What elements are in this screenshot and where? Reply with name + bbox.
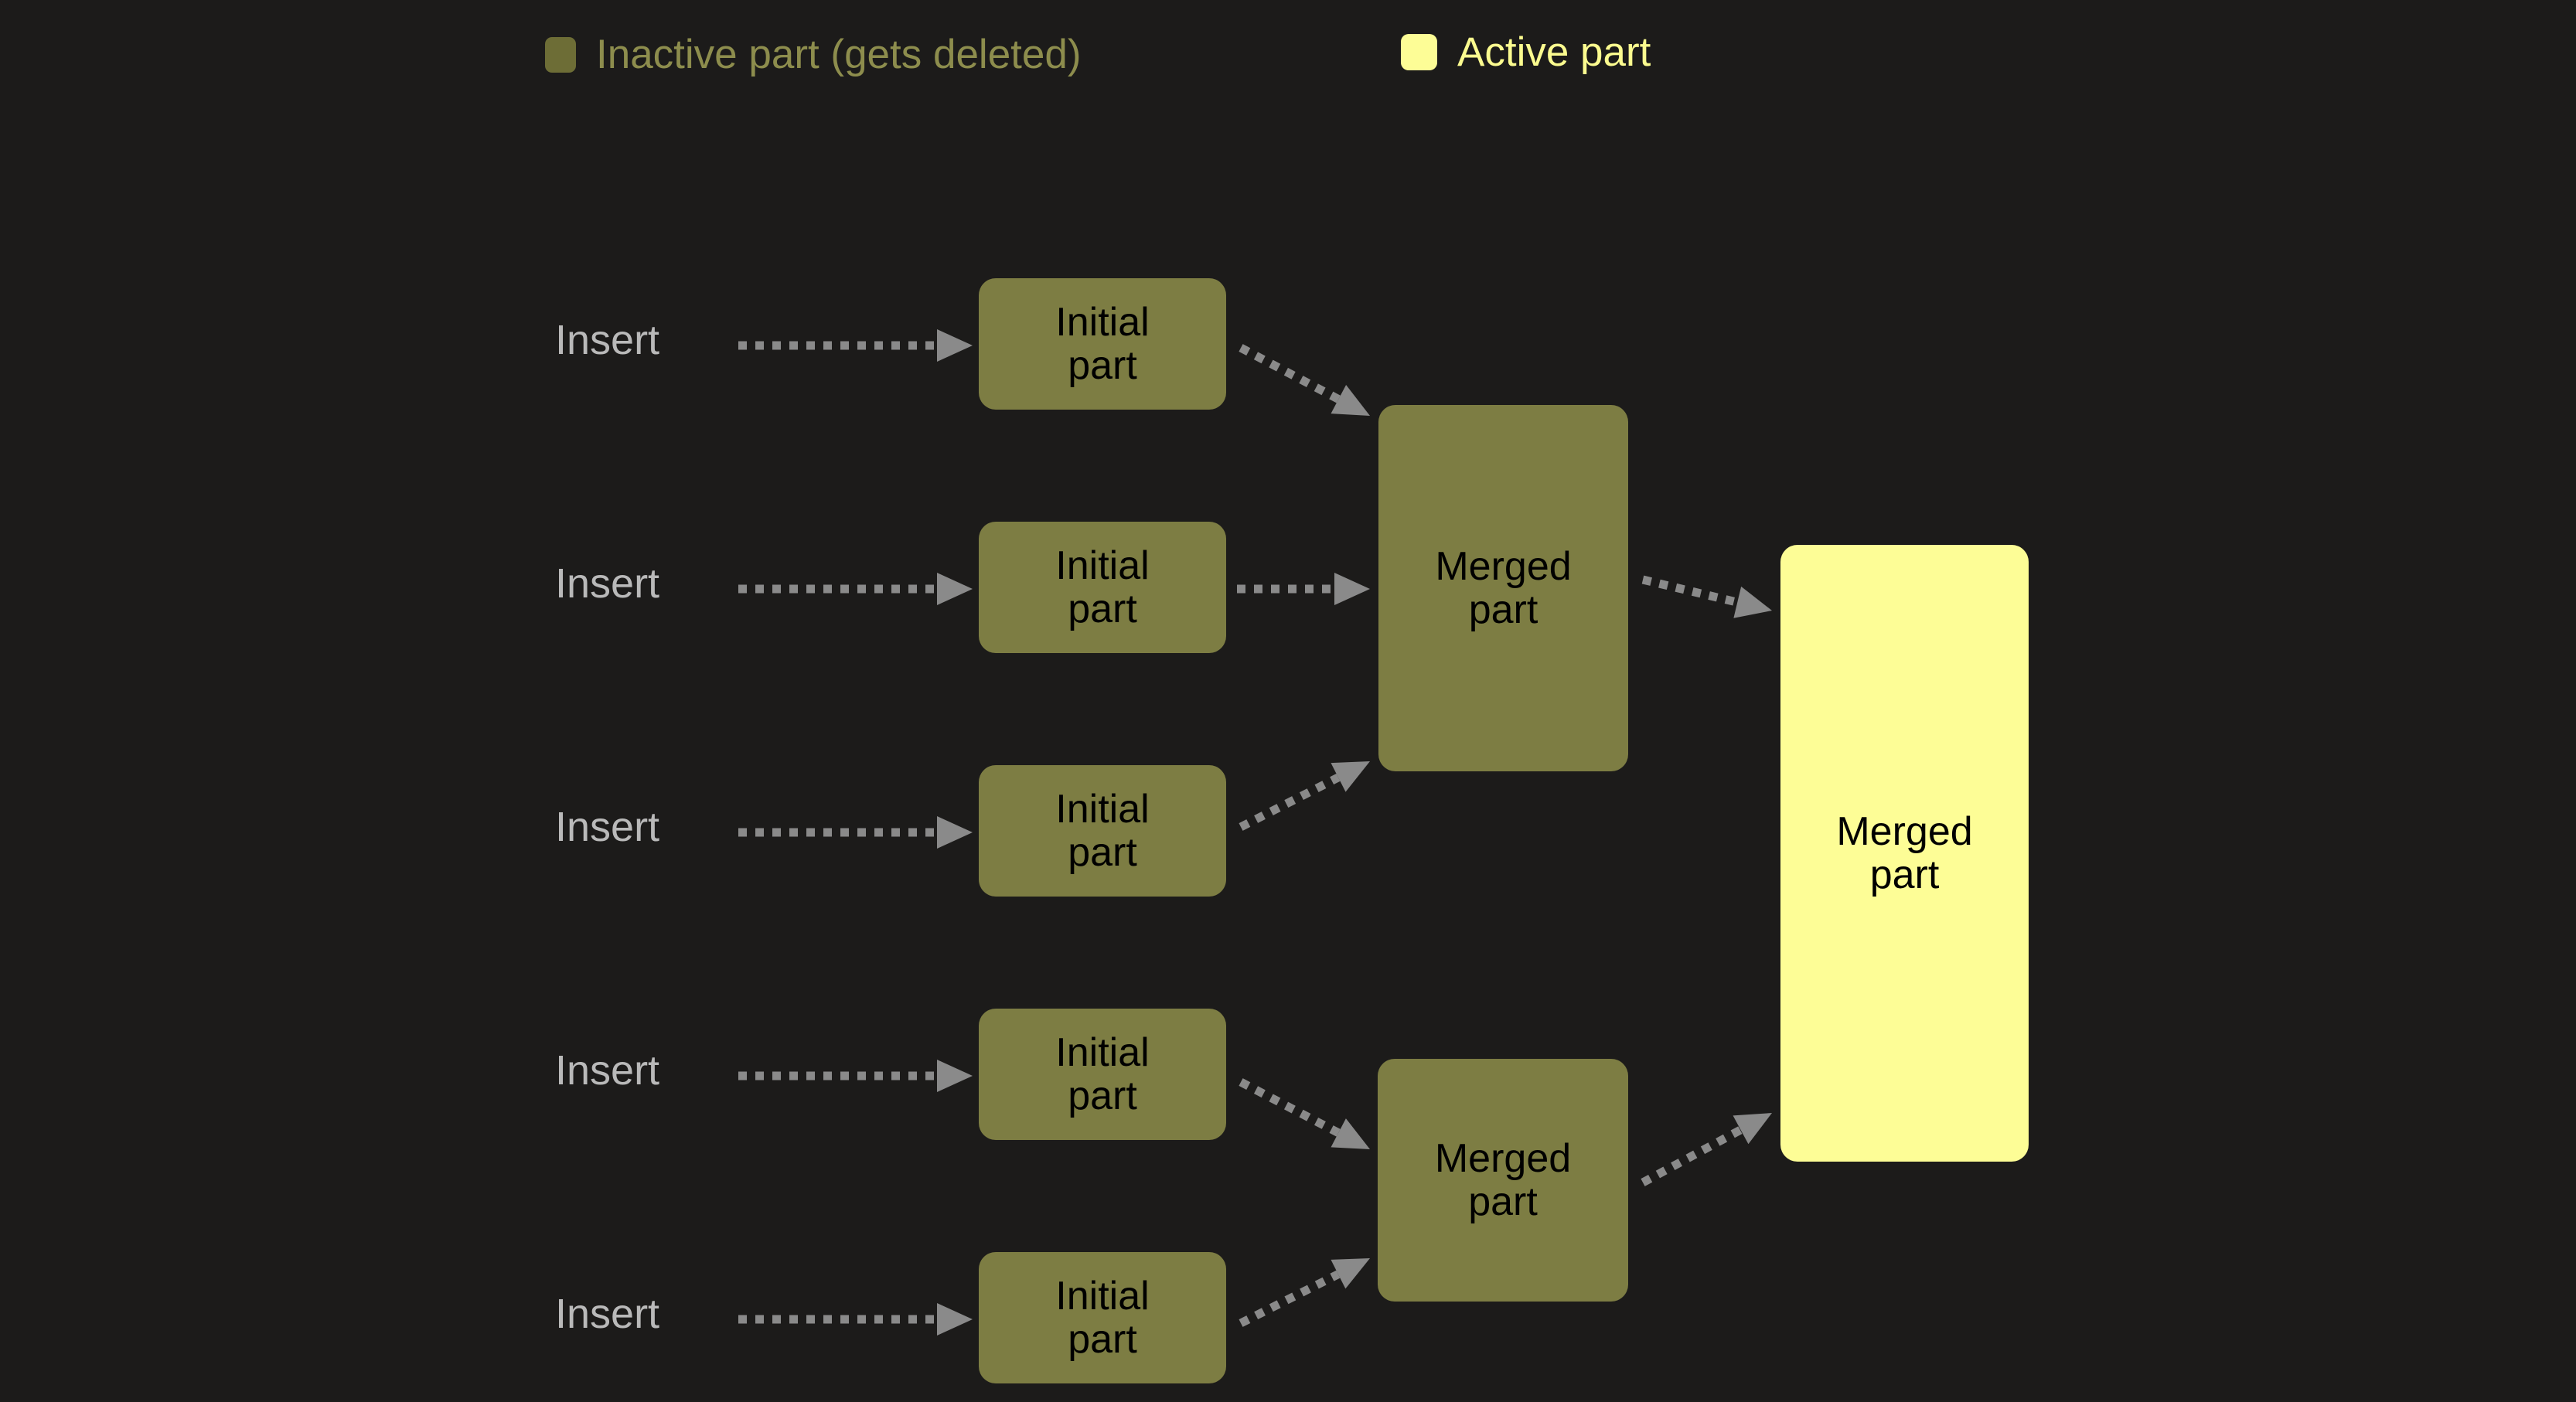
merged-part-node: Merged part (1378, 405, 1628, 771)
legend-label-active: Active part (1457, 29, 1651, 75)
node-label: Merged part (1435, 543, 1572, 632)
arrow-head-icon (1334, 573, 1370, 605)
flow-arrow (738, 329, 973, 362)
arrow-head-icon (1733, 586, 1772, 618)
flow-arrow (1239, 761, 1370, 831)
initial-part-node: Initial part (979, 1009, 1226, 1140)
insert-label: Insert (555, 560, 660, 607)
flow-arrow (1641, 1113, 1772, 1186)
node-label: Initial part (1055, 1029, 1150, 1118)
arrow-shaft (1641, 1125, 1743, 1186)
flow-arrow (738, 816, 973, 849)
flow-arrow (738, 1303, 973, 1336)
arrow-head-icon (1331, 761, 1370, 792)
arrow-head-icon (937, 1303, 973, 1336)
flow-arrow (1239, 1258, 1370, 1327)
legend-label-inactive: Inactive part (gets deleted) (596, 32, 1082, 77)
arrow-head-icon (1733, 1113, 1772, 1145)
flow-arrow (738, 573, 973, 605)
arrow-shaft (1239, 344, 1341, 403)
arrow-shaft (1239, 1270, 1341, 1327)
insert-label: Insert (555, 317, 660, 363)
initial-part-node: Initial part (979, 765, 1226, 897)
initial-part-node: Initial part (979, 278, 1226, 410)
legend-swatch-active-icon (1401, 34, 1437, 70)
arrow-head-icon (1331, 384, 1370, 416)
arrow-shaft (1239, 1078, 1341, 1137)
flow-arrow (1641, 575, 1772, 618)
flow-arrow (1237, 573, 1370, 605)
legend: Inactive part (gets deleted) Active part (0, 0, 2576, 100)
node-label: Initial part (1055, 1273, 1150, 1362)
initial-part-node: Initial part (979, 1252, 1226, 1383)
flow-arrow (1239, 1078, 1370, 1149)
arrow-head-icon (937, 1060, 973, 1092)
merged-part-node: Merged part (1780, 545, 2029, 1162)
legend-item-active: Active part (1401, 32, 1651, 73)
node-label: Merged part (1434, 1135, 1572, 1224)
node-label: Initial part (1055, 543, 1150, 631)
insert-label: Insert (555, 1047, 660, 1094)
node-label: Initial part (1055, 299, 1150, 388)
node-label: Merged part (1836, 808, 1973, 897)
flow-arrow (738, 1060, 973, 1092)
arrow-shaft (1641, 575, 1739, 607)
insert-label: Insert (555, 1291, 660, 1337)
initial-part-node: Initial part (979, 522, 1226, 653)
flow-arrow (1239, 344, 1370, 416)
arrow-head-icon (937, 573, 973, 605)
arrow-shaft (1239, 773, 1341, 831)
legend-item-inactive: Inactive part (gets deleted) (545, 34, 1082, 75)
arrow-head-icon (937, 329, 973, 362)
insert-label: Insert (555, 804, 660, 850)
legend-swatch-inactive-icon (545, 36, 576, 73)
merged-part-node: Merged part (1378, 1059, 1628, 1302)
node-label: Initial part (1055, 786, 1150, 875)
arrow-head-icon (1331, 1258, 1370, 1289)
arrow-head-icon (1331, 1118, 1370, 1149)
arrow-head-icon (937, 816, 973, 849)
